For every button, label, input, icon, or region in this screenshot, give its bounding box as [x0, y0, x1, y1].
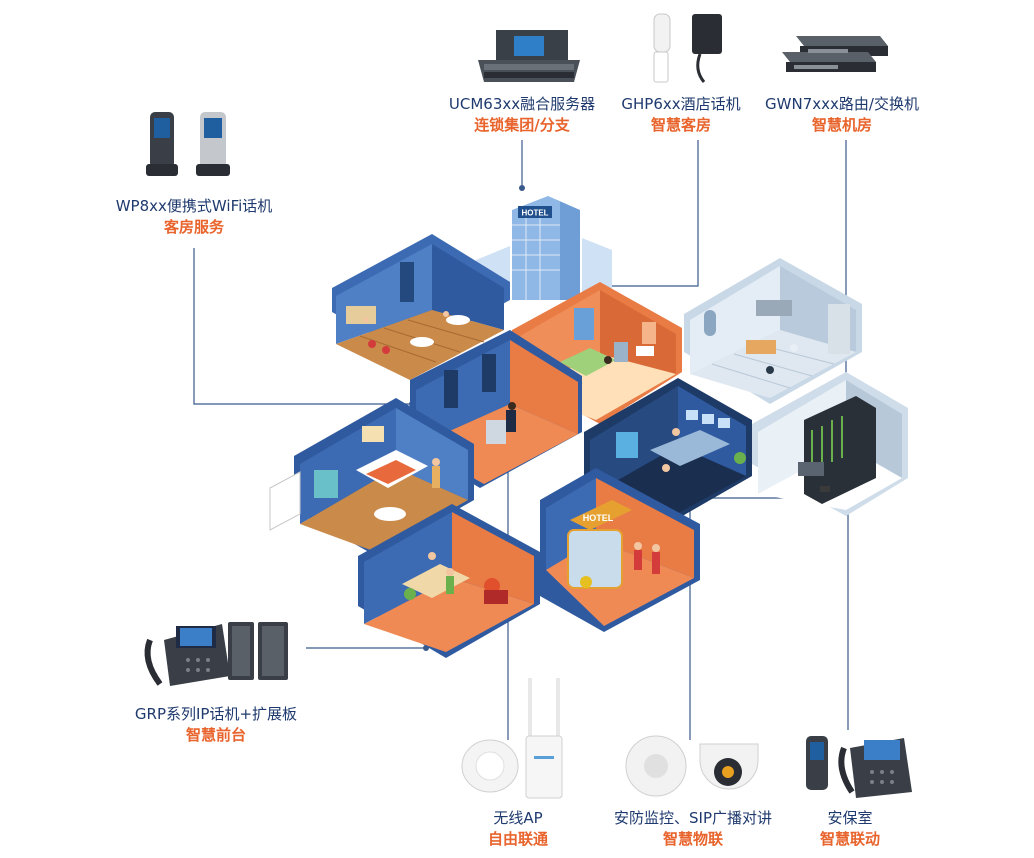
ghp-phones-image [653, 13, 722, 83]
gwn-switches-image [782, 36, 888, 72]
label-gwn-subtitle: 智慧机房 [811, 116, 872, 134]
hotel-sign-top: HOTEL [521, 209, 548, 218]
camera-speaker-image [625, 735, 759, 797]
label-gwn-title: GWN7xxx路由/交换机 [765, 95, 919, 113]
hotel-sign-lobby: HOTEL [583, 513, 614, 523]
label-sec: 安保室 智慧联动 [800, 808, 900, 850]
hotel-building: HOTEL [269, 196, 908, 658]
room-kitchen [684, 258, 862, 404]
label-sec-title: 安保室 [827, 809, 873, 827]
room-server [752, 372, 908, 516]
label-cam-title: 安防监控、SIP广播对讲 [614, 809, 772, 827]
room-lobby: HOTEL [540, 468, 700, 632]
label-ucm: UCM63xx融合服务器 连锁集团/分支 [430, 94, 614, 136]
label-ghp: GHP6xx酒店话机 智慧客房 [614, 94, 748, 136]
label-grp-subtitle: 智慧前台 [185, 726, 246, 744]
label-wp8-subtitle: 客房服务 [163, 218, 224, 236]
security-phones-image [806, 736, 912, 798]
label-gwn: GWN7xxx路由/交换机 智慧机房 [752, 94, 932, 136]
ucm-server-image [478, 30, 580, 82]
room-restaurant [332, 234, 510, 380]
label-cam: 安防监控、SIP广播对讲 智慧物联 [596, 808, 790, 850]
label-sec-subtitle: 智慧联动 [819, 830, 880, 848]
label-ghp-title: GHP6xx酒店话机 [621, 95, 741, 113]
connector-sec [706, 497, 849, 730]
label-ghp-subtitle: 智慧客房 [650, 116, 711, 134]
label-ucm-title: UCM63xx融合服务器 [448, 95, 596, 113]
wp8-phones-image [146, 112, 230, 176]
connector-wp8 [193, 248, 412, 405]
label-grp: GRP系列IP话机+扩展板 智慧前台 [116, 704, 316, 746]
label-wp8: WP8xx便携式WiFi话机 客房服务 [94, 196, 294, 238]
label-grp-title: GRP系列IP话机+扩展板 [134, 705, 298, 723]
label-cam-subtitle: 智慧物联 [662, 830, 723, 848]
label-wp8-title: WP8xx便携式WiFi话机 [115, 197, 273, 215]
grp-phone-image [144, 622, 288, 686]
ap-devices-image [461, 678, 563, 799]
room-guest-lower [269, 398, 474, 556]
label-ap-subtitle: 自由联通 [487, 830, 548, 848]
room-front-desk [358, 504, 540, 658]
label-ucm-subtitle: 连锁集团/分支 [474, 116, 570, 134]
connector-ghp [600, 140, 699, 287]
label-ap: 无线AP 自由联通 [466, 808, 570, 850]
label-ap-title: 无线AP [493, 809, 543, 827]
